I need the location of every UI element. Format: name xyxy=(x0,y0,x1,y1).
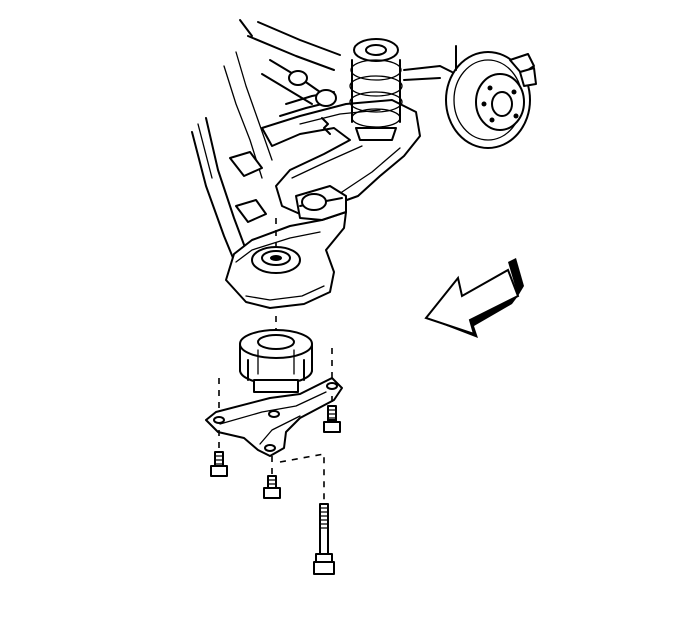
bracket-bolt-left xyxy=(210,451,228,477)
coil-spring xyxy=(349,38,403,141)
long-through-bolt xyxy=(313,503,335,575)
control-arm-bushing xyxy=(239,329,313,393)
brake-rotor xyxy=(403,45,537,149)
direction-arrow xyxy=(424,258,524,338)
bushing-retainer-bracket xyxy=(205,377,343,457)
control-arm-bushing-seat xyxy=(251,246,301,274)
bracket-bolt-right xyxy=(323,405,341,433)
bracket-bolt-center xyxy=(263,475,281,499)
frame-crossmember xyxy=(191,19,341,271)
